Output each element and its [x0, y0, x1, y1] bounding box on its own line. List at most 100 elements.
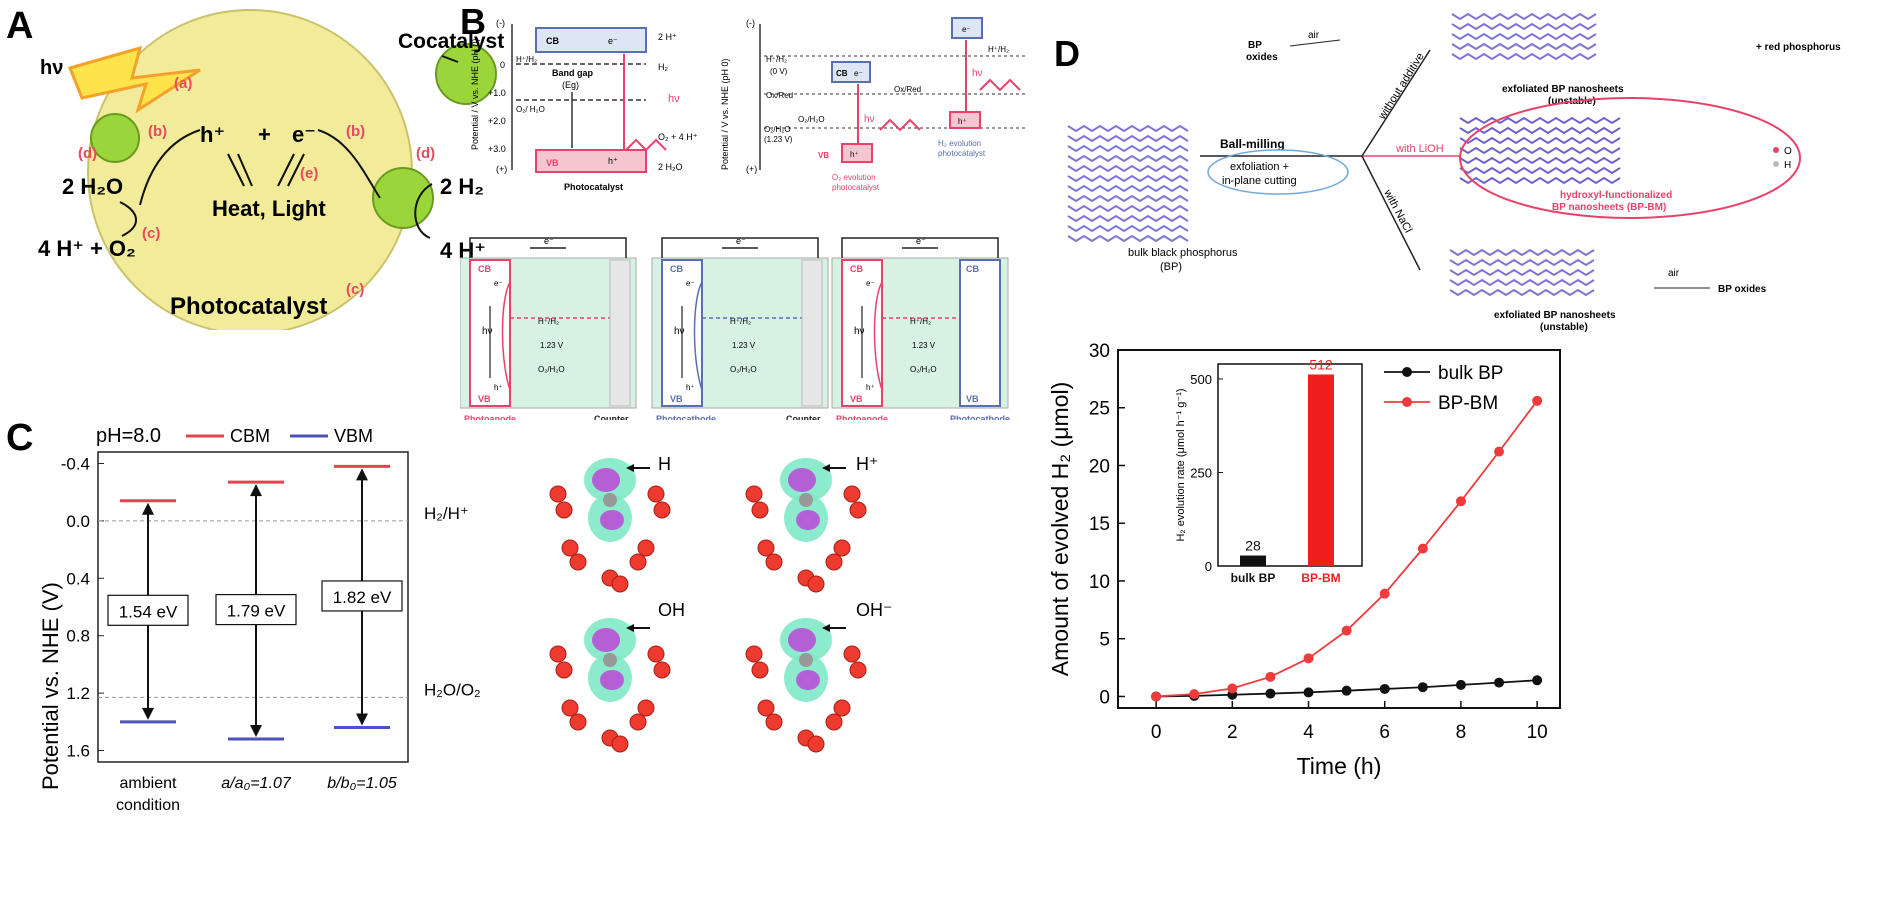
tr-ylabel: Potential / V vs. NHE (pH 0): [720, 58, 730, 170]
hydroxyl-label: hydroxyl-functionalized: [1560, 190, 1672, 201]
tl-2h: 2 H⁺: [658, 32, 677, 42]
series-point: [1151, 691, 1162, 702]
tl-cb: CB: [546, 36, 559, 46]
cell-right-label: Counter: [786, 414, 821, 420]
tl-o2h2o: O₂/ H₂O: [516, 105, 545, 114]
panel-d-letter: D: [1054, 33, 1080, 74]
d-ytick: 0: [1099, 687, 1110, 708]
tl-vb: VB: [546, 158, 559, 168]
series-point: [1417, 543, 1428, 554]
cell-hh2: H⁺/H₂: [538, 317, 559, 326]
d-xtick: 8: [1456, 722, 1467, 743]
c-ylabel: Potential vs. NHE (V): [38, 582, 63, 790]
series-point: [1532, 675, 1543, 686]
charge-density-1: [745, 458, 867, 593]
cell-o2: O₂/H₂O: [730, 365, 757, 374]
exf-unstable-label: exfoliated BP nanosheets: [1502, 84, 1624, 95]
charge-density-images: H H⁺ OH OH⁻: [549, 454, 893, 753]
gap-box: [215, 593, 297, 626]
step-b-left: (b): [148, 123, 167, 140]
step-a: (a): [174, 75, 192, 92]
series-point: [1303, 687, 1314, 698]
tr-cb2-box: [951, 17, 983, 39]
water-label: 2 H₂O: [62, 174, 123, 199]
charge-density-3: [745, 618, 867, 753]
tl-ylabel: Potential / V vs. NHE (pH 0): [470, 38, 480, 150]
d-plot-frame: [1117, 349, 1561, 709]
electron-label: e⁻: [292, 122, 316, 147]
cell-right-label: Counter: [594, 414, 629, 420]
inset-bar: [1240, 555, 1266, 566]
inset-bar: [1308, 374, 1334, 566]
tr-vb: VB: [818, 151, 829, 160]
cell-e: e⁻: [916, 236, 926, 246]
c-category-label: ambient: [120, 775, 177, 792]
gap-label: 1.54 eV: [119, 602, 178, 621]
exfol-label2: in-plane cutting: [1222, 175, 1297, 187]
tl-o2: O₂ + 4 H⁺: [658, 132, 698, 142]
cell-hv: hν: [482, 326, 493, 337]
inset-ytick: 500: [1190, 372, 1212, 387]
cell-v: 1.23 V: [912, 341, 936, 350]
series-point: [1494, 677, 1505, 688]
tl-hv: hν: [668, 93, 680, 105]
tl-tick: +2.0: [488, 116, 506, 126]
c-category-label: condition: [116, 797, 180, 814]
tl-tick: (+): [496, 164, 507, 174]
cell-vb: VB: [670, 394, 683, 404]
cell-vb: VB: [478, 394, 491, 404]
panel-a: A hν Cocatalyst (a) (b) (b) (c) (c) (d) …: [0, 0, 510, 335]
step-b-right: (b): [346, 123, 365, 140]
d-ytick: 25: [1089, 399, 1110, 420]
tl-hh2: H⁺/H₂: [516, 55, 537, 64]
cell-left-label: Photocathode: [656, 414, 716, 420]
cell-vb: VB: [850, 394, 863, 404]
d-xtick: 6: [1379, 722, 1390, 743]
legend-marker: [1402, 367, 1412, 377]
inset-ylabel: H₂ evolution rate (μmol h⁻¹ g⁻¹): [1175, 388, 1187, 541]
panel-charge-density: H H⁺ OH OH⁻: [530, 430, 930, 905]
bp-oxides-label: BP: [1248, 40, 1262, 51]
tl-tick: 0: [500, 60, 505, 70]
c-ytick: 1.6: [66, 742, 90, 761]
tl-caption: Photocatalyst: [564, 182, 623, 192]
series-point: [1265, 688, 1276, 699]
series-point: [1189, 689, 1200, 700]
series-point: [1494, 446, 1505, 457]
tr-o2evo2: photocatalyst: [832, 183, 880, 192]
series-point: [1265, 671, 1276, 682]
cell-hv: hν: [674, 326, 685, 337]
series-point: [1379, 588, 1390, 599]
cell-v: 1.23 V: [732, 341, 756, 350]
bulk-label2: (BP): [1160, 261, 1182, 273]
cell-e: e⁻: [544, 236, 554, 246]
d-xtick: 2: [1227, 722, 1238, 743]
charge-density-2: [549, 618, 671, 753]
tr-h2: h⁺: [958, 117, 967, 126]
tr-cb: CB: [836, 69, 848, 78]
charge-density-0: [549, 458, 671, 593]
gap-label: 1.79 eV: [227, 602, 286, 621]
c-ytick: 1.2: [66, 684, 90, 703]
tr-123v: (1.23 V): [764, 135, 793, 144]
tr-cb-box: [831, 61, 871, 83]
d-xtick: 4: [1303, 722, 1314, 743]
air-label: air: [1308, 30, 1320, 41]
bulk-label: bulk black phosphorus: [1128, 247, 1238, 259]
legend-label: bulk BP: [1438, 363, 1503, 384]
svg-text:VB: VB: [966, 394, 979, 404]
hydroxyl-label2: BP nanosheets (BP-BM): [1552, 202, 1666, 213]
tr-oxred: Ox/Red: [766, 91, 793, 100]
hv-label: hν: [40, 57, 63, 79]
bp-stack: [1451, 12, 1597, 61]
series-point: [1379, 683, 1390, 694]
step-c-right: (c): [346, 281, 364, 298]
d-xtick: 10: [1527, 722, 1548, 743]
lightning-icon: [67, 45, 201, 114]
legend-cbm-label: CBM: [230, 426, 270, 446]
d-ytick: 10: [1089, 572, 1110, 593]
heat-light-label: Heat, Light: [212, 196, 326, 221]
c-ref-label: H₂O/O₂: [424, 680, 481, 699]
